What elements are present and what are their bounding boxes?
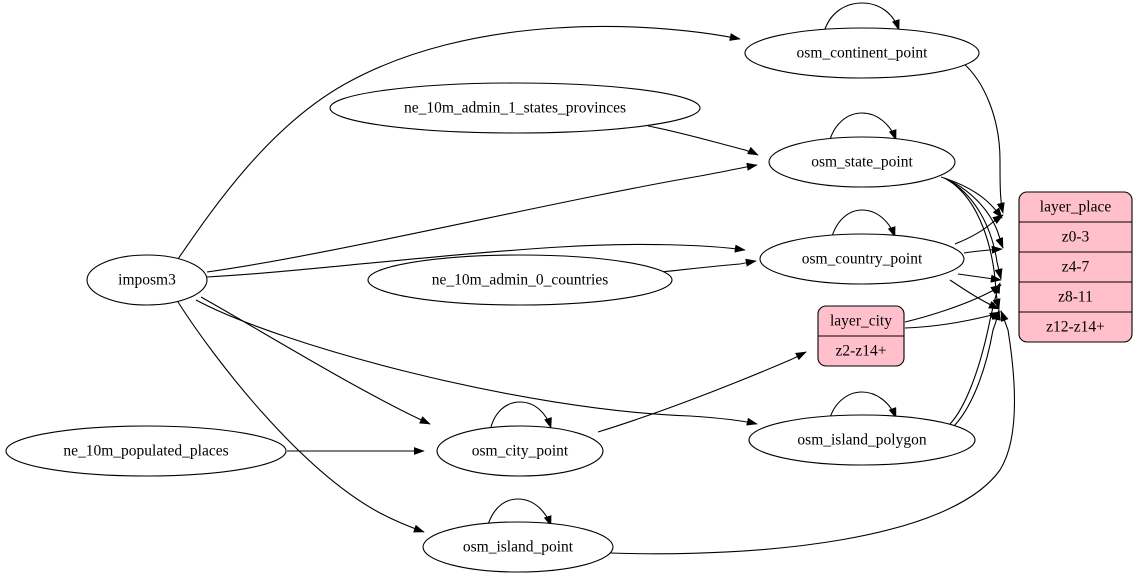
node-osm-country-point[interactable]: osm_country_point (759, 233, 965, 285)
edge-ne_states_provinces-osm_state_point (647, 125, 759, 156)
edge-osm_island_polygon-layer_place-z8 (949, 282, 1001, 425)
edge-self-osm_island_polygon (828, 391, 897, 422)
node-label-osm-country-point: osm_country_point (802, 251, 923, 268)
layer-city-title: layer_city (830, 313, 892, 330)
edge-imposm3-osm_city_point (200, 296, 431, 425)
node-label-osm-island-polygon: osm_island_polygon (797, 432, 926, 449)
edge-imposm3-osm_country_point (206, 243, 746, 278)
edge-osm_state_point-layer_place-z8 (945, 178, 1003, 280)
layer-place-row-z4-7[interactable]: z4-7 (1062, 259, 1090, 276)
node-osm-city-point[interactable]: osm_city_point (436, 425, 604, 477)
node-imposm3[interactable]: imposm3 (86, 254, 208, 306)
node-ne-10m-populated-places[interactable]: ne_10m_populated_places (5, 425, 287, 477)
layer-city-row-z2-z14plus[interactable]: z2-z14+ (836, 343, 887, 360)
edge-imposm3-osm_continent_point (177, 25, 741, 260)
node-osm-island-point[interactable]: osm_island_point (422, 521, 614, 573)
node-label-osm-island-point: osm_island_point (463, 539, 574, 556)
edge-layer (177, 2, 1016, 555)
node-label-osm-city-point: osm_city_point (472, 443, 569, 460)
edge-osm_state_point-layer_place-z4 (943, 177, 1004, 249)
edge-osm_country_point-layer_place-z8 (957, 273, 1002, 283)
node-layer-place[interactable]: layer_place z0-3 z4-7 z8-11 z12-z14+ (1018, 191, 1133, 343)
edge-imposm3-osm_island_polygon (195, 299, 758, 426)
edge-ne_countries-osm_country_point (660, 258, 757, 273)
node-ne-10m-admin-1-states-provinces[interactable]: ne_10m_admin_1_states_provinces (329, 82, 701, 134)
edge-layer_city-layer_place-z8 (904, 284, 1002, 323)
edge-self-osm_state_point (828, 112, 897, 144)
node-label-ne-10m-admin-1-states-provinces: ne_10m_admin_1_states_provinces (404, 100, 626, 117)
layer-place-row-z0-3[interactable]: z0-3 (1062, 229, 1090, 246)
node-ne-10m-admin-0-countries[interactable]: ne_10m_admin_0_countries (367, 254, 673, 306)
node-label-osm-continent-point: osm_continent_point (797, 45, 929, 62)
edge-osm_state_point-layer_place-z0 (940, 176, 1003, 219)
edge-osm_city_point-layer_city (597, 351, 807, 433)
edge-osm_state_point-layer_place-z12 (947, 179, 1001, 310)
node-label-ne-10m-populated-places: ne_10m_populated_places (63, 443, 228, 460)
edge-layer_city-layer_place-z12 (904, 311, 1001, 329)
node-label-osm-state-point: osm_state_point (811, 154, 913, 171)
node-osm-state-point[interactable]: osm_state_point (768, 136, 956, 188)
edge-osm_island_point-layer_place (609, 310, 1016, 555)
edge-imposm3-osm_island_point (177, 301, 425, 533)
node-osm-island-polygon[interactable]: osm_island_polygon (748, 414, 976, 466)
edge-osm_country_point-layer_place-z0 (954, 214, 1004, 245)
edge-self-osm_continent_point (823, 2, 900, 33)
edge-self-osm_country_point (830, 209, 896, 241)
node-label-imposm3: imposm3 (118, 272, 176, 289)
edge-imposm3-osm_state_point (206, 162, 758, 273)
layer-place-row-z12-z14plus[interactable]: z12-z14+ (1046, 319, 1105, 336)
node-label-ne-10m-admin-0-countries: ne_10m_admin_0_countries (432, 272, 609, 289)
node-layer: imposm3 ne_10m_admin_1_states_provinces … (5, 27, 1133, 573)
layer-place-row-z8-11[interactable]: z8-11 (1058, 289, 1093, 306)
edge-osm_country_point-layer_place-z4 (963, 245, 1003, 254)
edge-self-osm_island_point (486, 498, 552, 529)
edge-osm_country_point-layer_place-z12 (949, 279, 1000, 310)
edge-osm_continent_point-layer_place (962, 62, 1005, 214)
node-layer-city[interactable]: layer_city z2-z14+ (817, 305, 905, 367)
node-osm-continent-point[interactable]: osm_continent_point (744, 27, 980, 79)
edge-self-osm_city_point (489, 401, 552, 432)
layer-place-title: layer_place (1040, 199, 1112, 216)
